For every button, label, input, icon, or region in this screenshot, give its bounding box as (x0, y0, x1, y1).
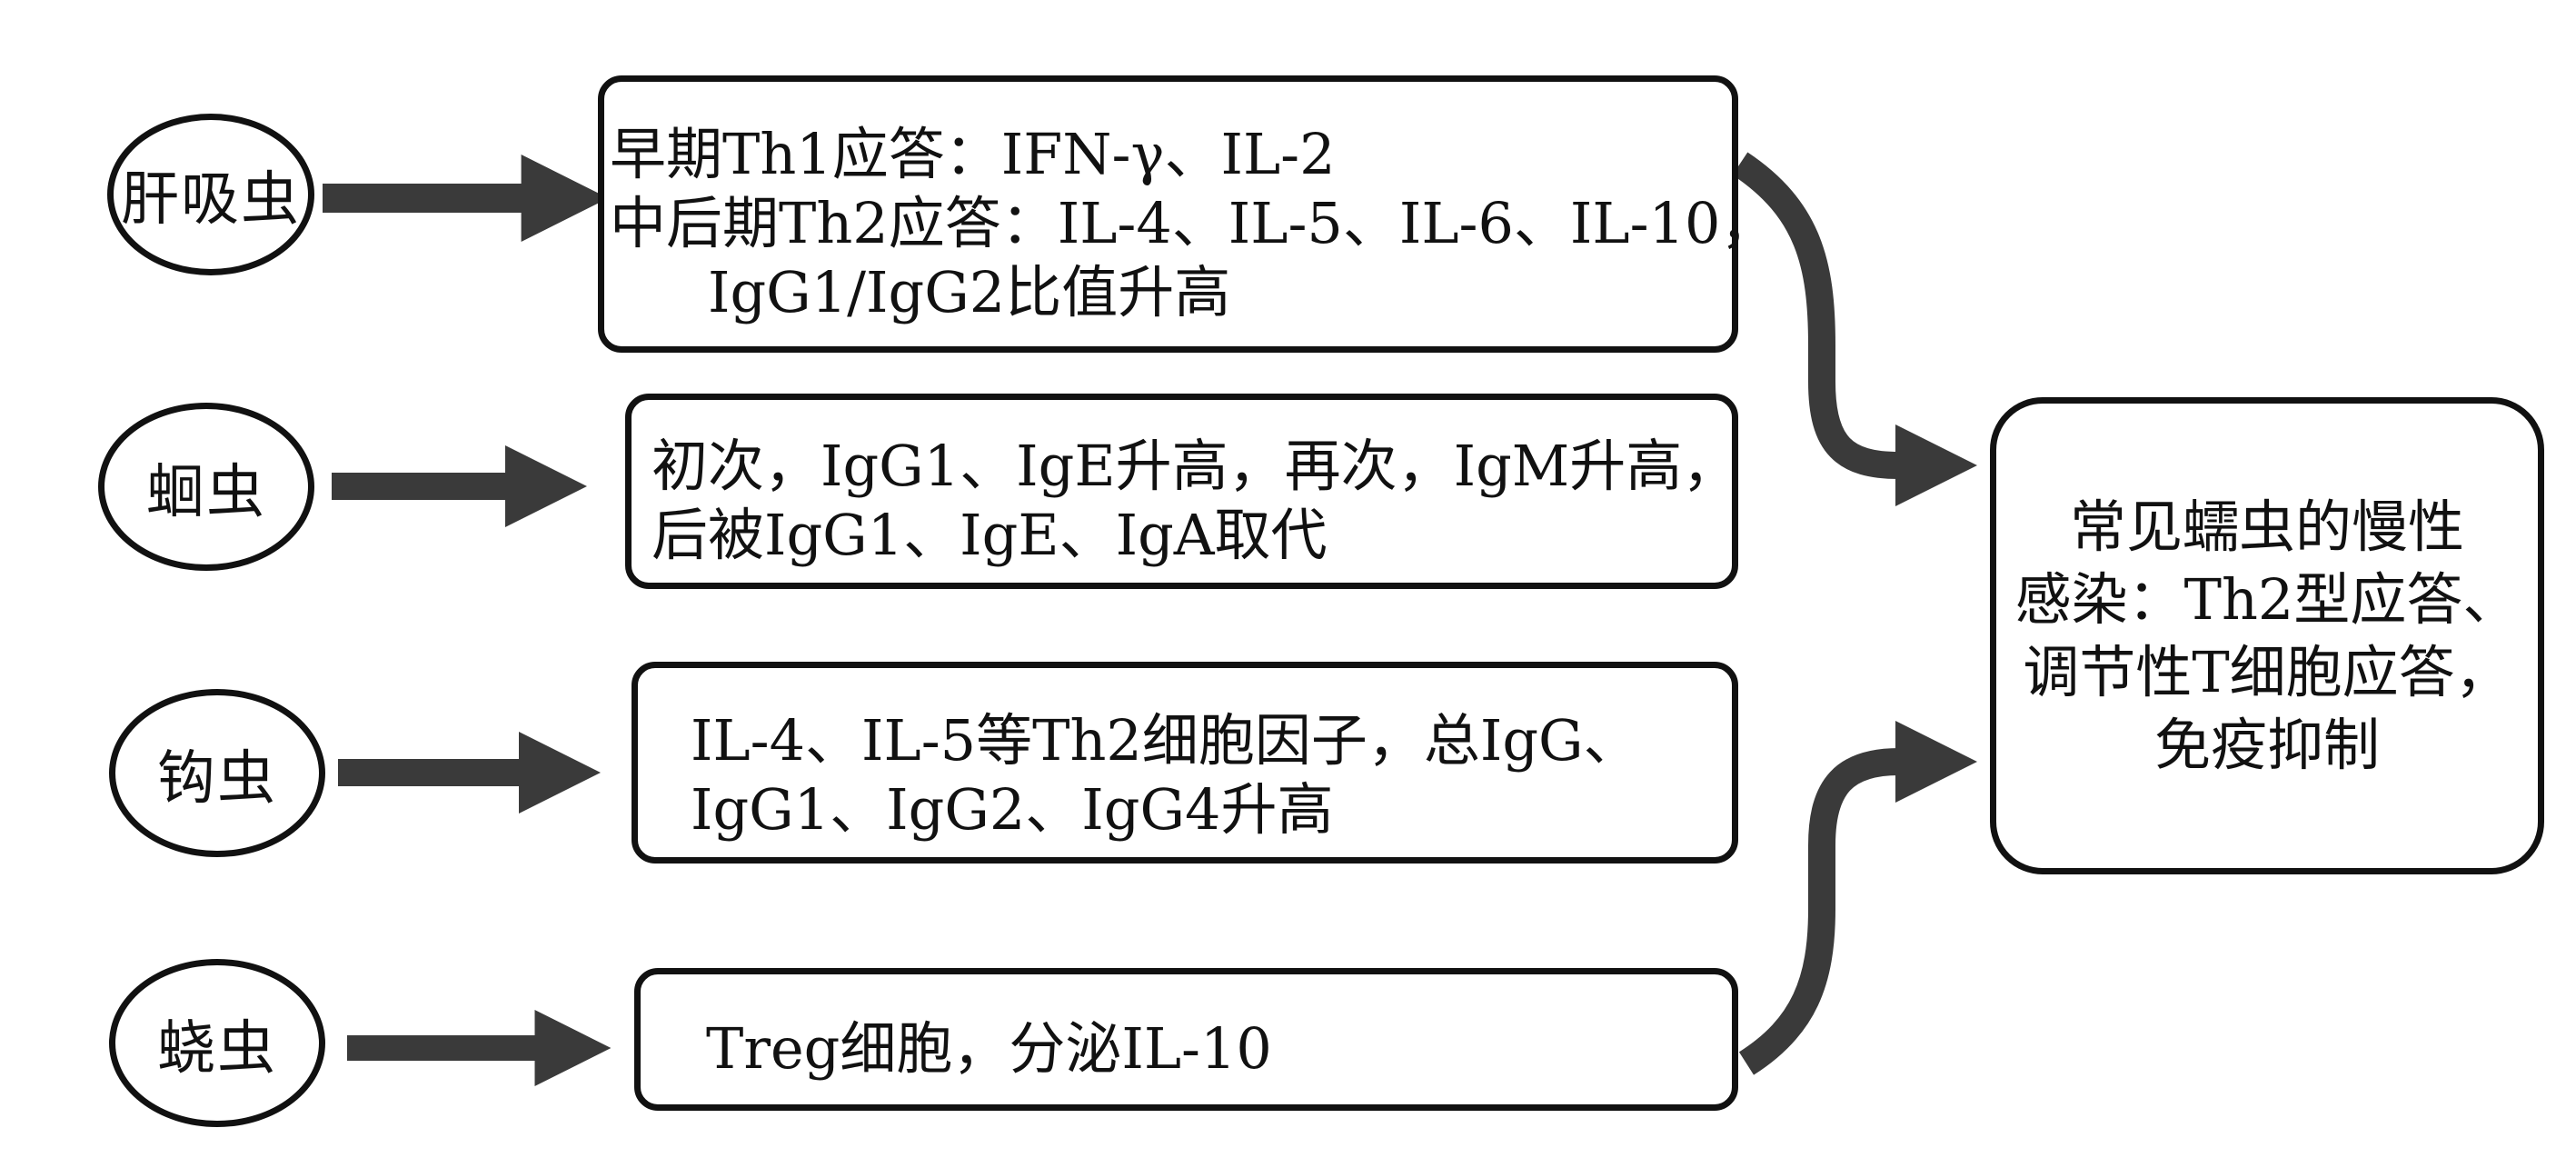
response-line: IgG1/IgG2比值升高 (708, 259, 1231, 325)
parasite-node-hookworm: 钩虫 (109, 689, 325, 857)
parasite-node-pinworm: 蛲虫 (109, 959, 325, 1127)
summary-line: 免疫抑制 (2153, 711, 2380, 778)
arrow-bottom-to-summary (1738, 721, 1977, 1075)
response-line: 初次，IgG1、IgE升高，再次，IgM升高， (651, 433, 1739, 499)
parasite-node-liver-fluke: 肝吸虫 (107, 114, 314, 275)
response-box-roundworm: 初次，IgG1、IgE升高，再次，IgM升高， 后被IgG1、IgE、IgA取代 (625, 394, 1738, 589)
response-line: 早期Th1应答：IFN-γ、IL-2 (610, 121, 1336, 187)
response-line: IL-4、IL-5等Th2细胞因子，总IgG、 (691, 707, 1640, 774)
response-line: 中后期Th2应答：IL-4、IL-5、IL-6、IL-10， (610, 190, 1777, 256)
arrow-top-to-summary (1732, 152, 1977, 506)
response-box-pinworm: Treg细胞，分泌IL-10 (634, 968, 1738, 1111)
parasite-label: 蛲虫 (157, 1014, 277, 1083)
parasite-label: 肝吸虫 (121, 166, 301, 234)
summary-line: 感染：Th2型应答、 (2014, 565, 2520, 633)
response-box-liver-fluke: 早期Th1应答：IFN-γ、IL-2 中后期Th2应答：IL-4、IL-5、IL… (598, 75, 1777, 353)
response-line: 后被IgG1、IgE、IgA取代 (651, 502, 1328, 568)
parasite-label: 钩虫 (157, 744, 277, 813)
summary-box: 常见蠕虫的慢性 感染：Th2型应答、 调节性T细胞应答， 免疫抑制 (1990, 397, 2544, 874)
response-line: IgG1、IgG2、IgG4升高 (691, 776, 1334, 843)
parasite-label: 蛔虫 (146, 458, 266, 526)
summary-line: 常见蠕虫的慢性 (2069, 493, 2464, 560)
response-line: Treg细胞，分泌IL-10 (706, 1015, 1272, 1082)
parasite-node-roundworm: 蛔虫 (98, 403, 314, 571)
response-box-hookworm: IL-4、IL-5等Th2细胞因子，总IgG、 IgG1、IgG2、IgG4升高 (632, 662, 1738, 864)
summary-line: 调节性T细胞应答， (2023, 638, 2511, 705)
